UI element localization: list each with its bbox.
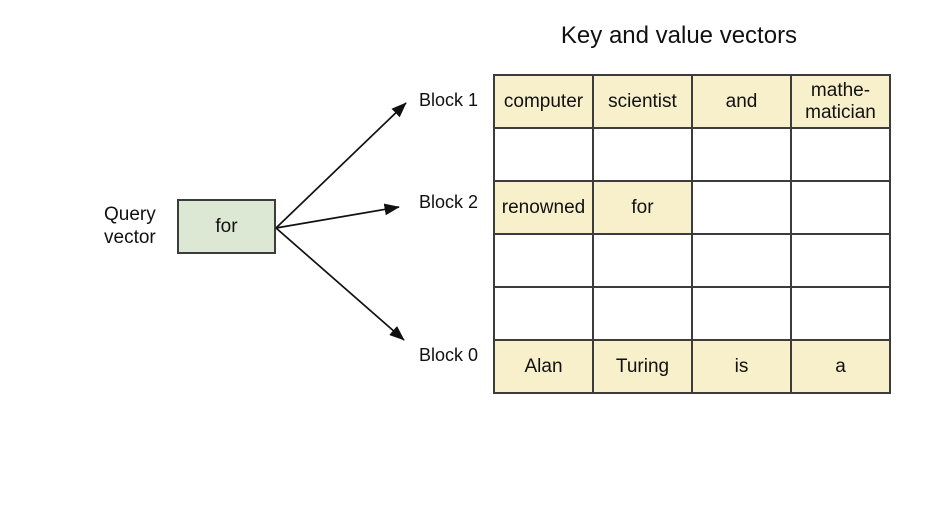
diagram-title: Key and value vectors	[560, 22, 798, 49]
table-cell	[691, 233, 792, 288]
block-label-1: Block 1	[419, 90, 479, 110]
table-row: Alan Turing is a	[493, 339, 891, 394]
block-label-2: Block 2	[419, 192, 479, 212]
table-cell	[790, 180, 891, 235]
table-cell	[691, 127, 792, 182]
table-row: renowned for	[493, 180, 891, 235]
table-cell	[592, 233, 693, 288]
table-cell: Turing	[592, 339, 693, 394]
table-cell	[592, 286, 693, 341]
table-row	[493, 127, 891, 182]
query-token: for	[215, 215, 238, 237]
table-row	[493, 286, 891, 341]
table-cell	[790, 286, 891, 341]
table-row: computer scientist and mathe-matician	[493, 74, 891, 129]
table-cell: Alan	[493, 339, 594, 394]
table-cell	[790, 233, 891, 288]
query-vector-label: Query vector	[104, 203, 156, 249]
block-label-0: Block 0	[419, 345, 479, 365]
table-cell: scientist	[592, 74, 693, 129]
table-cell	[790, 127, 891, 182]
arrow-to-block-1	[275, 102, 407, 229]
arrow-to-block-2	[275, 203, 400, 229]
table-cell	[493, 286, 594, 341]
table-cell: a	[790, 339, 891, 394]
table-cell: for	[592, 180, 693, 235]
table-cell	[691, 286, 792, 341]
table-cell: renowned	[493, 180, 594, 235]
table-cell: is	[691, 339, 792, 394]
arrow-to-block-0	[275, 227, 405, 341]
table-cell	[592, 127, 693, 182]
table-row	[493, 233, 891, 288]
query-vector-label-line1: Query	[104, 204, 156, 225]
key-value-table: computer scientist and mathe-matician re…	[493, 74, 891, 394]
table-cell	[691, 180, 792, 235]
table-cell: and	[691, 74, 792, 129]
query-vector-label-line2: vector	[104, 227, 156, 248]
table-cell	[493, 127, 594, 182]
table-cell: mathe-matician	[790, 74, 891, 129]
table-cell: computer	[493, 74, 594, 129]
query-vector-box: for	[177, 199, 276, 254]
table-cell	[493, 233, 594, 288]
